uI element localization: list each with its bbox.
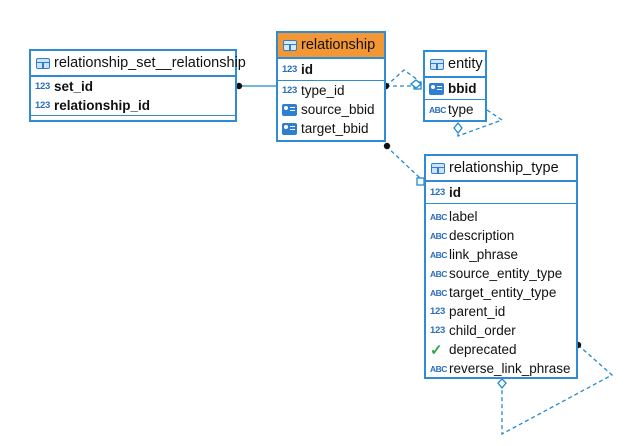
connector-endpoint-square <box>416 177 425 186</box>
table-title: relationship_set__relationship <box>54 55 246 71</box>
column-row-description[interactable]: ABC description <box>426 226 576 245</box>
column-name: set_id <box>54 79 94 94</box>
key-section: bbid <box>425 78 485 100</box>
numeric-type-icon: 123 <box>35 81 50 92</box>
column-section: ABC type <box>425 100 485 119</box>
table-header[interactable]: entity <box>425 52 485 78</box>
reference-id-icon <box>282 103 297 116</box>
table-relationship-set-relationship[interactable]: relationship_set__relationship 123 set_i… <box>29 49 246 122</box>
numeric-type-icon: 123 <box>430 306 445 317</box>
column-name: deprecated <box>449 342 517 357</box>
column-name: reverse_link_phrase <box>449 361 571 376</box>
column-name: target_bbid <box>301 121 369 136</box>
column-name: child_order <box>449 323 516 338</box>
numeric-type-icon: 123 <box>35 100 50 111</box>
column-name: description <box>449 228 515 243</box>
column-row-type[interactable]: ABC type <box>425 100 485 119</box>
table-title: relationship <box>301 37 376 53</box>
column-name: target_entity_type <box>449 285 557 300</box>
column-name: id <box>449 185 461 200</box>
table-header[interactable]: relationship_set__relationship <box>31 51 246 77</box>
reference-id-icon <box>282 122 297 135</box>
text-type-icon: ABC <box>429 104 446 115</box>
connector-relationship-to-entity-upper <box>385 69 419 87</box>
column-row-parent-id[interactable]: 123 parent_id <box>426 302 576 321</box>
column-name: link_phrase <box>449 247 519 262</box>
column-row-id[interactable]: 123 id <box>426 182 576 203</box>
text-type-icon: ABC <box>430 363 447 374</box>
column-section: ABC label ABC description ABC link_phras… <box>426 204 576 378</box>
connector-relationship-to-relationship-type <box>385 145 426 183</box>
column-row-source-bbid[interactable]: source_bbid <box>278 100 384 119</box>
column-row-bbid[interactable]: bbid <box>425 78 485 99</box>
boolean-check-icon: ✓ <box>430 341 443 359</box>
key-section: 123 id <box>426 182 576 204</box>
table-icon <box>431 162 445 174</box>
table-icon <box>283 39 297 51</box>
text-type-icon: ABC <box>430 287 447 298</box>
text-type-icon: ABC <box>430 211 447 222</box>
table-header[interactable]: relationship_type <box>426 156 576 182</box>
text-type-icon: ABC <box>430 230 447 241</box>
connector-entity-self-loop <box>457 109 504 137</box>
table-title: entity <box>448 56 483 72</box>
column-name: type <box>448 102 474 117</box>
column-row-reverse-link-phrase[interactable]: ABC reverse_link_phrase <box>426 359 576 378</box>
text-type-icon: ABC <box>430 268 447 279</box>
table-relationship-type[interactable]: relationship_type 123 id ABC label ABC d… <box>424 154 578 379</box>
column-row-source-entity-type[interactable]: ABC source_entity_type <box>426 264 576 283</box>
column-row-child-order[interactable]: 123 child_order <box>426 321 576 340</box>
column-row-target-bbid[interactable]: target_bbid <box>278 119 384 138</box>
numeric-type-icon: 123 <box>282 85 297 96</box>
column-name: label <box>449 209 478 224</box>
column-name: source_bbid <box>301 102 375 117</box>
column-row-link-phrase[interactable]: ABC link_phrase <box>426 245 576 264</box>
column-name: id <box>301 62 313 77</box>
table-header-selected[interactable]: relationship <box>278 33 384 59</box>
connector-endpoint-diamond <box>453 121 463 135</box>
column-name: parent_id <box>449 304 506 319</box>
connector-endpoint-diamond <box>409 79 423 89</box>
table-icon <box>36 57 50 69</box>
column-row-deprecated[interactable]: ✓ deprecated <box>426 340 576 359</box>
column-name: source_entity_type <box>449 266 563 281</box>
table-relationship[interactable]: relationship 123 id 123 type_id source_b… <box>276 31 386 142</box>
connector-endpoint-diamond <box>497 378 507 390</box>
column-row-type-id[interactable]: 123 type_id <box>278 81 384 100</box>
column-section: 123 type_id source_bbid target_bbid <box>278 81 384 138</box>
key-section: 123 id <box>278 59 384 81</box>
column-section-empty <box>31 116 235 122</box>
connector-endpoint-dot <box>235 82 243 90</box>
text-type-icon: ABC <box>430 249 447 260</box>
column-name: bbid <box>448 81 477 96</box>
numeric-type-icon: 123 <box>282 64 297 75</box>
key-section: 123 set_id 123 relationship_id <box>31 77 235 116</box>
column-name: type_id <box>301 83 345 98</box>
reference-id-icon <box>429 82 444 95</box>
column-name: relationship_id <box>54 98 151 113</box>
column-row-target-entity-type[interactable]: ABC target_entity_type <box>426 283 576 302</box>
table-icon <box>430 58 444 70</box>
column-row-id[interactable]: 123 id <box>278 59 384 80</box>
numeric-type-icon: 123 <box>430 187 445 198</box>
table-entity[interactable]: entity bbid ABC type <box>423 50 487 122</box>
column-row-set-id[interactable]: 123 set_id <box>31 77 235 96</box>
table-title: relationship_type <box>449 160 559 176</box>
numeric-type-icon: 123 <box>430 325 445 336</box>
connector-endpoint-dot <box>383 142 391 150</box>
column-row-relationship-id[interactable]: 123 relationship_id <box>31 96 235 115</box>
column-row-label[interactable]: ABC label <box>426 207 576 226</box>
connector-relationship-type-self-loop <box>501 344 614 436</box>
